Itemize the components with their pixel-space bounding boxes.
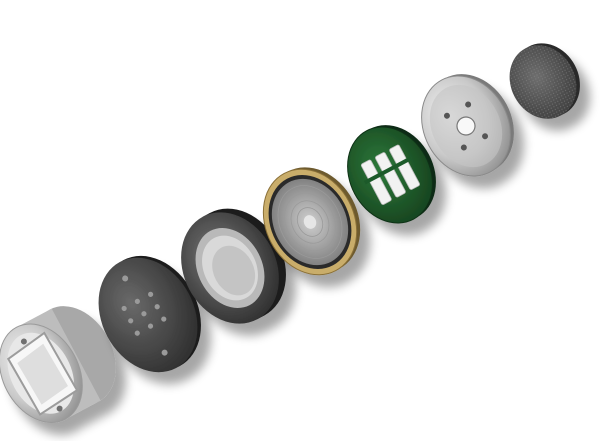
- diaphragm: [262, 167, 361, 276]
- metal-backplate: [421, 74, 514, 177]
- foam-filter: [509, 43, 580, 119]
- aluminum-housing: [0, 306, 116, 424]
- magnet-ring: [181, 208, 286, 324]
- green-pcb: [347, 125, 436, 224]
- black-perforated-plate: [98, 255, 201, 373]
